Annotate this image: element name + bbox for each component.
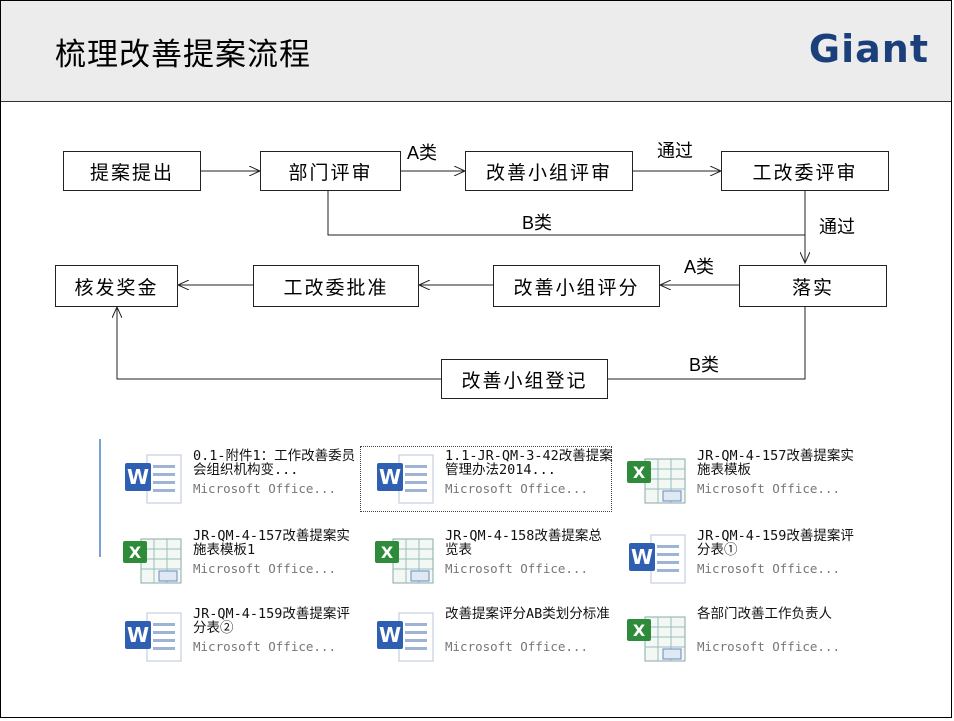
- svg-text:W: W: [127, 623, 149, 647]
- word-doc-icon: W: [373, 453, 437, 507]
- box-group-review: 改善小组评审: [465, 151, 633, 191]
- box-group-register: 改善小组登记: [441, 359, 608, 399]
- box-dept-review: 部门评审: [260, 151, 401, 191]
- svg-text:W: W: [379, 465, 401, 489]
- label-pass-2: 通过: [819, 217, 855, 238]
- slide-title: 梳理改善提案流程: [55, 37, 311, 73]
- excel-sheet-icon: X: [373, 533, 437, 587]
- file-item[interactable]: X JR-QM-4-158改善提案总览表 Microsoft Office...: [361, 527, 611, 591]
- giant-logo: Giant: [808, 27, 929, 71]
- svg-text:W: W: [379, 623, 401, 647]
- file-item[interactable]: W JR-QM-4-159改善提案评分表② Microsoft Office...: [109, 605, 359, 669]
- excel-sheet-icon: X: [121, 533, 185, 587]
- file-name: JR-QM-4-157改善提案实施表模板: [697, 448, 854, 478]
- file-name: JR-QM-4-157改善提案实施表模板1: [193, 528, 350, 558]
- arrow-register-to-award: [117, 307, 441, 380]
- file-name: 0.1-附件1：工作改善委员会组织机构变...: [193, 448, 356, 478]
- file-type: Microsoft Office...: [193, 639, 336, 654]
- file-item[interactable]: X 各部门改善工作负责人 Microsoft Office...: [613, 605, 863, 669]
- file-name: 1.1-JR-QM-3-42改善提案管理办法2014...: [445, 448, 613, 478]
- file-item[interactable]: W 1.1-JR-QM-3-42改善提案管理办法2014... Microsoft …: [360, 446, 613, 512]
- box-group-score: 改善小组评分: [493, 265, 660, 307]
- label-b-class-1: B类: [522, 213, 553, 233]
- file-type: Microsoft Office...: [697, 481, 840, 496]
- file-name: JR-QM-4-158改善提案总览表: [445, 528, 602, 558]
- file-name: JR-QM-4-159改善提案评分表②: [193, 606, 350, 636]
- arrow-implement-to-register: [608, 307, 806, 380]
- box-committee-review: 工改委评审: [721, 151, 889, 191]
- svg-text:X: X: [633, 463, 646, 482]
- label-a-class-1: A类: [407, 143, 438, 163]
- file-type: Microsoft Office...: [445, 481, 588, 496]
- svg-text:X: X: [381, 543, 394, 562]
- selection-edge: [99, 439, 101, 557]
- word-doc-icon: W: [121, 611, 185, 665]
- file-item[interactable]: W 改善提案评分AB类划分标准 Microsoft Office...: [361, 605, 611, 669]
- file-item[interactable]: X JR-QM-4-157改善提案实施表模板 Microsoft Office...: [613, 447, 863, 511]
- file-name: 改善提案评分AB类划分标准: [445, 606, 610, 622]
- word-doc-icon: W: [373, 611, 437, 665]
- box-committee-approve: 工改委批准: [253, 265, 419, 307]
- box-submit-proposal: 提案提出: [63, 151, 201, 191]
- file-type: Microsoft Office...: [445, 561, 588, 576]
- file-type: Microsoft Office...: [697, 639, 840, 654]
- label-pass-1: 通过: [657, 141, 693, 162]
- file-type: Microsoft Office...: [697, 561, 840, 576]
- box-award-bonus: 核发奖金: [55, 265, 178, 307]
- svg-text:W: W: [631, 545, 653, 569]
- file-item[interactable]: W 0.1-附件1：工作改善委员会组织机构变... Microsoft Office…: [109, 447, 359, 511]
- word-doc-icon: W: [121, 453, 185, 507]
- excel-sheet-icon: X: [625, 611, 689, 665]
- file-name: JR-QM-4-159改善提案评分表①: [697, 528, 854, 558]
- excel-sheet-icon: X: [625, 453, 689, 507]
- label-b-class-2: B类: [689, 355, 720, 375]
- svg-text:X: X: [633, 621, 646, 640]
- svg-text:W: W: [127, 465, 149, 489]
- file-name: 各部门改善工作负责人: [697, 606, 832, 622]
- arrow-b-class-bypass: [327, 191, 805, 236]
- word-doc-icon: W: [625, 533, 689, 587]
- svg-text:X: X: [129, 543, 142, 562]
- file-type: Microsoft Office...: [193, 481, 336, 496]
- label-a-class-2: A类: [684, 257, 715, 277]
- slide-header: 梳理改善提案流程 Giant: [1, 1, 951, 102]
- file-type: Microsoft Office...: [445, 639, 588, 654]
- file-item[interactable]: W JR-QM-4-159改善提案评分表① Microsoft Office...: [613, 527, 863, 591]
- file-type: Microsoft Office...: [193, 561, 336, 576]
- box-implement: 落实: [739, 265, 887, 307]
